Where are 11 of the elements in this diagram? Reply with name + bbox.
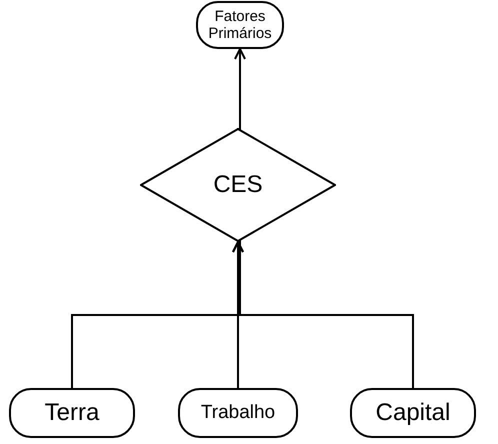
rounded-box [9, 388, 135, 438]
node-label: Capital [376, 399, 450, 427]
node-label: Trabalho [200, 402, 276, 424]
rounded-box [178, 388, 298, 438]
arrow [232, 241, 414, 388]
node-label: Terra [44, 399, 100, 427]
node-label: Fatores Primários [207, 8, 273, 42]
decision-diamond [140, 128, 336, 242]
rounded-box [196, 1, 284, 49]
rounded-box [350, 388, 476, 438]
node-label: CES [213, 171, 263, 199]
